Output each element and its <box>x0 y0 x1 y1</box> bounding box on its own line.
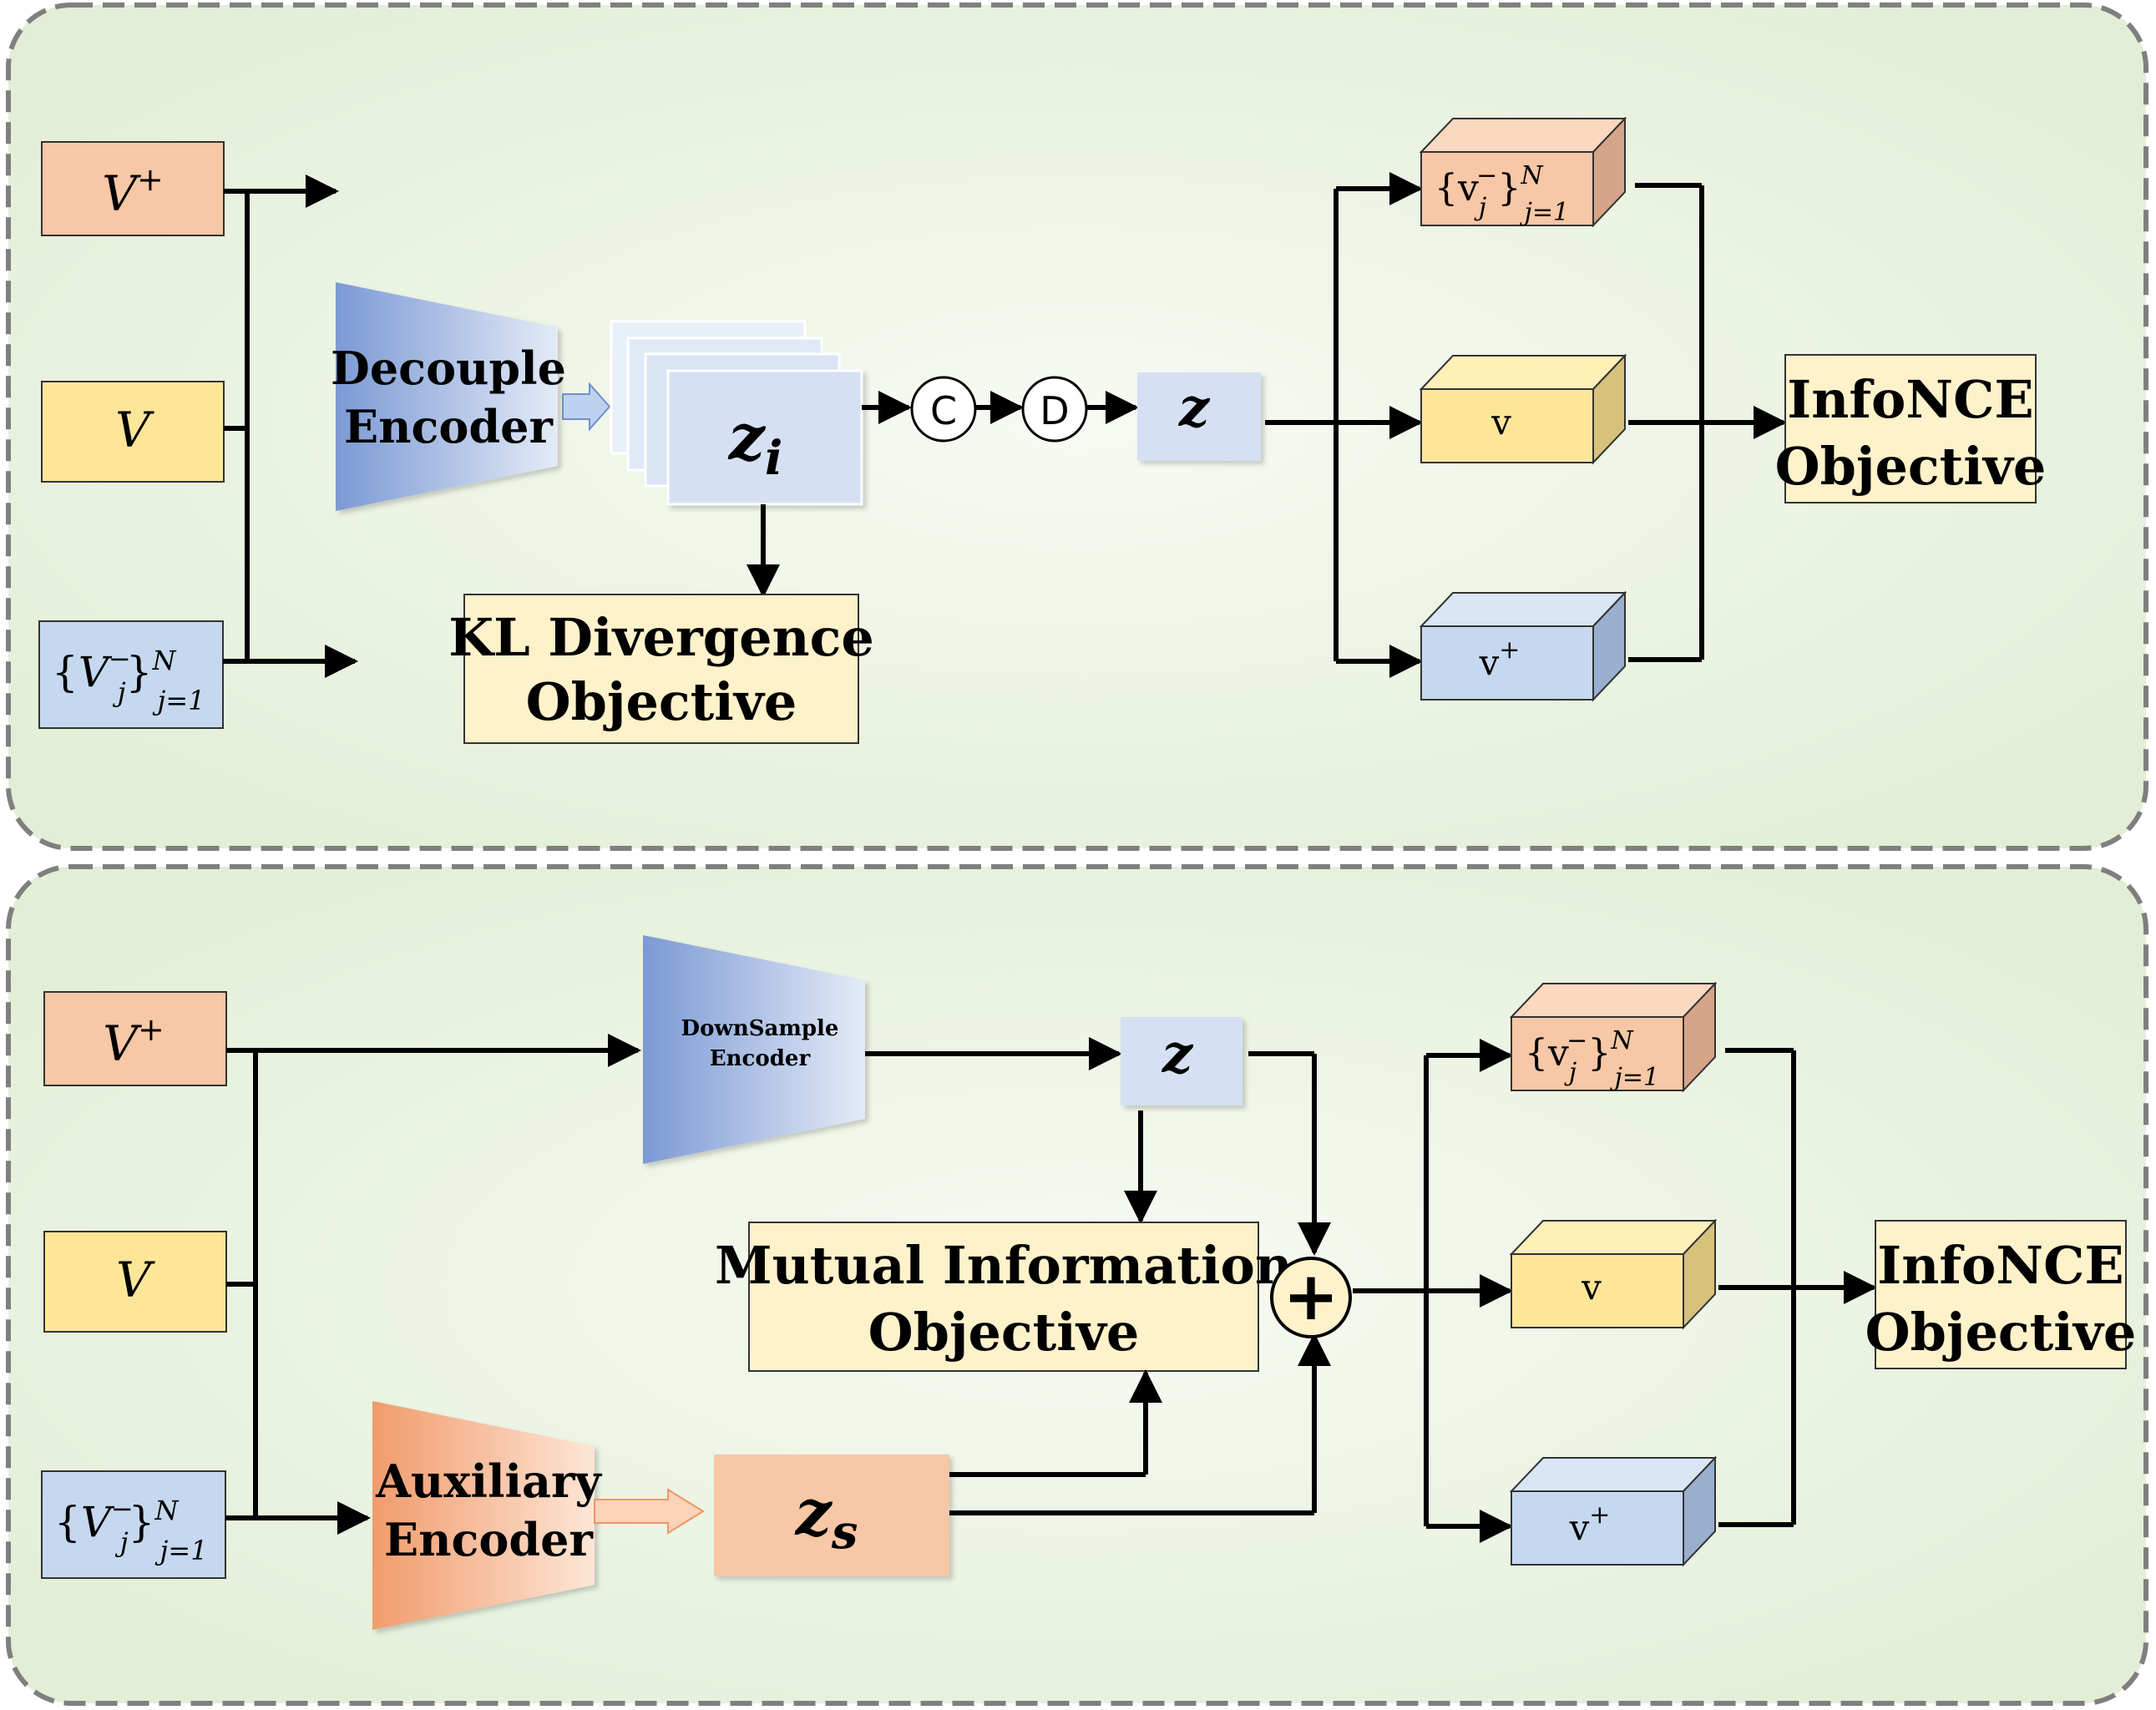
svg-text:V+: V+ <box>103 1011 164 1072</box>
top-cube-pos: v+ <box>1419 590 1627 702</box>
svg-text:D: D <box>1040 388 1069 433</box>
svg-text:zs: zs <box>794 1475 858 1560</box>
svg-text:Encoder: Encoder <box>384 1513 593 1566</box>
decouple-encoder: Decouple Encoder <box>331 282 566 511</box>
svg-text:zi: zi <box>727 400 782 486</box>
svg-text:Objective: Objective <box>1775 436 2047 497</box>
top-cube-mid: v <box>1419 353 1627 465</box>
top-z-box: z <box>1137 372 1261 461</box>
top-merge-lines <box>1628 183 1787 662</box>
mutual-information-objective: Mutual Information Objective <box>715 1222 1293 1372</box>
svg-text:V+: V+ <box>102 161 164 222</box>
op-d: D <box>1021 376 1088 443</box>
svg-text:{vj−}Nj=1: {vj−}Nj=1 <box>1435 161 1569 227</box>
bottom-cube-pos: v+ <box>1509 1455 1718 1567</box>
svg-text:Objective: Objective <box>526 671 797 732</box>
svg-text:{vj−}Nj=1: {vj−}Nj=1 <box>1525 1026 1659 1092</box>
bottom-hollow-arrow <box>594 1488 705 1535</box>
bottom-z-to-plus <box>1248 1051 1331 1256</box>
bottom-merge-lines <box>1718 1048 1877 1527</box>
top-infonce-objective: InfoNCE Objective <box>1775 354 2047 503</box>
svg-text:Encoder: Encoder <box>344 400 553 453</box>
svg-text:{V−j}Nj=1: {V−j}Nj=1 <box>54 1493 208 1566</box>
kl-divergence-objective: KL Divergence Objective <box>448 594 874 744</box>
bottom-input-v: V <box>43 1231 227 1333</box>
top-hollow-arrow <box>562 382 611 432</box>
bottom-cube-mid: v <box>1509 1218 1718 1330</box>
auxiliary-encoder: Auxiliary Encoder <box>372 1401 602 1630</box>
svg-text:Objective: Objective <box>868 1302 1140 1363</box>
svg-text:Mutual Information: Mutual Information <box>715 1235 1293 1296</box>
svg-text:V: V <box>115 402 154 458</box>
svg-text:InfoNCE: InfoNCE <box>1877 1235 2123 1296</box>
top-input-v: V <box>41 381 225 483</box>
svg-text:+: + <box>1283 1257 1339 1335</box>
svg-text:V: V <box>116 1252 155 1308</box>
svg-text:Auxiliary: Auxiliary <box>375 1455 602 1508</box>
op-c: C <box>910 376 977 443</box>
zi-stack: zi <box>610 320 863 506</box>
bottom-input-v-pos: V+ <box>43 991 227 1086</box>
svg-text:v: v <box>1581 1267 1602 1308</box>
top-branch-lines <box>1265 172 1423 678</box>
bottom-z-box: z <box>1121 1017 1242 1105</box>
plus-operator: + <box>1270 1257 1352 1338</box>
top-input-bus <box>223 175 358 678</box>
bottom-branch-lines <box>1353 1039 1513 1543</box>
svg-text:z: z <box>1162 1023 1194 1085</box>
svg-text:v: v <box>1490 402 1511 443</box>
svg-text:v+: v+ <box>1479 635 1521 683</box>
svg-text:Objective: Objective <box>1865 1302 2137 1363</box>
svg-text:KL Divergence: KL Divergence <box>448 607 874 668</box>
bottom-input-bus <box>225 1034 641 1535</box>
zs-box: zs <box>714 1455 949 1576</box>
downsample-encoder: DownSample Encoder <box>643 935 865 1164</box>
zs-connectors <box>949 1333 1331 1515</box>
bottom-infonce-objective: InfoNCE Objective <box>1865 1220 2137 1369</box>
svg-text:Decouple: Decouple <box>331 341 566 395</box>
svg-text:Encoder: Encoder <box>710 1046 811 1071</box>
svg-text:v+: v+ <box>1569 1500 1611 1548</box>
top-input-v-pos: V+ <box>41 141 225 236</box>
svg-text:DownSample: DownSample <box>681 1016 839 1041</box>
svg-text:C: C <box>930 388 957 433</box>
svg-text:InfoNCE: InfoNCE <box>1787 369 2033 430</box>
svg-text:z: z <box>1178 377 1211 439</box>
